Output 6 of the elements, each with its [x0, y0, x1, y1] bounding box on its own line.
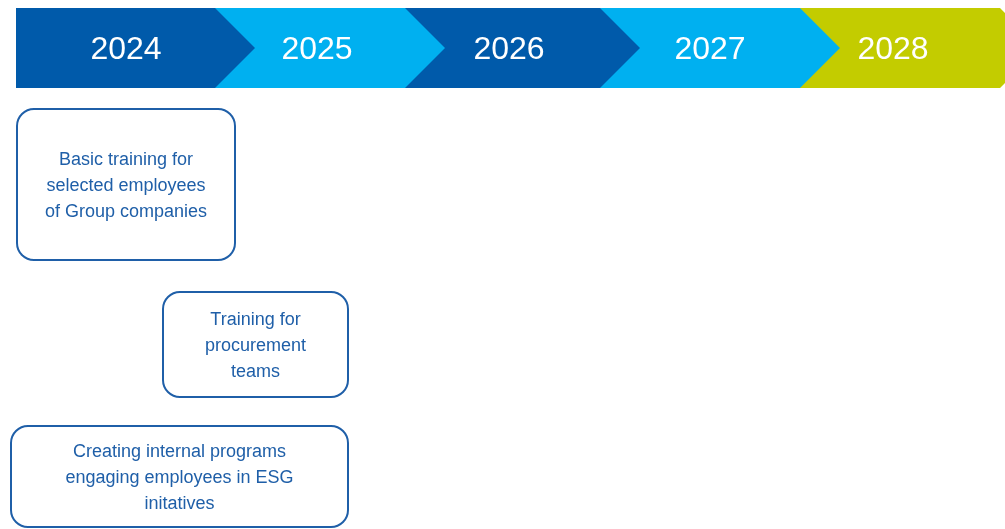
activity-card: [162, 291, 349, 398]
activity-text: Basic training for selected employees of Group companies: [43, 147, 209, 223]
activity-card: [16, 108, 236, 261]
activity-text: Creating internal programs engaging employees in ESG initatives: [64, 439, 295, 515]
activity-text: Training for procurement teams: [203, 307, 308, 383]
activity-card: [10, 425, 349, 528]
